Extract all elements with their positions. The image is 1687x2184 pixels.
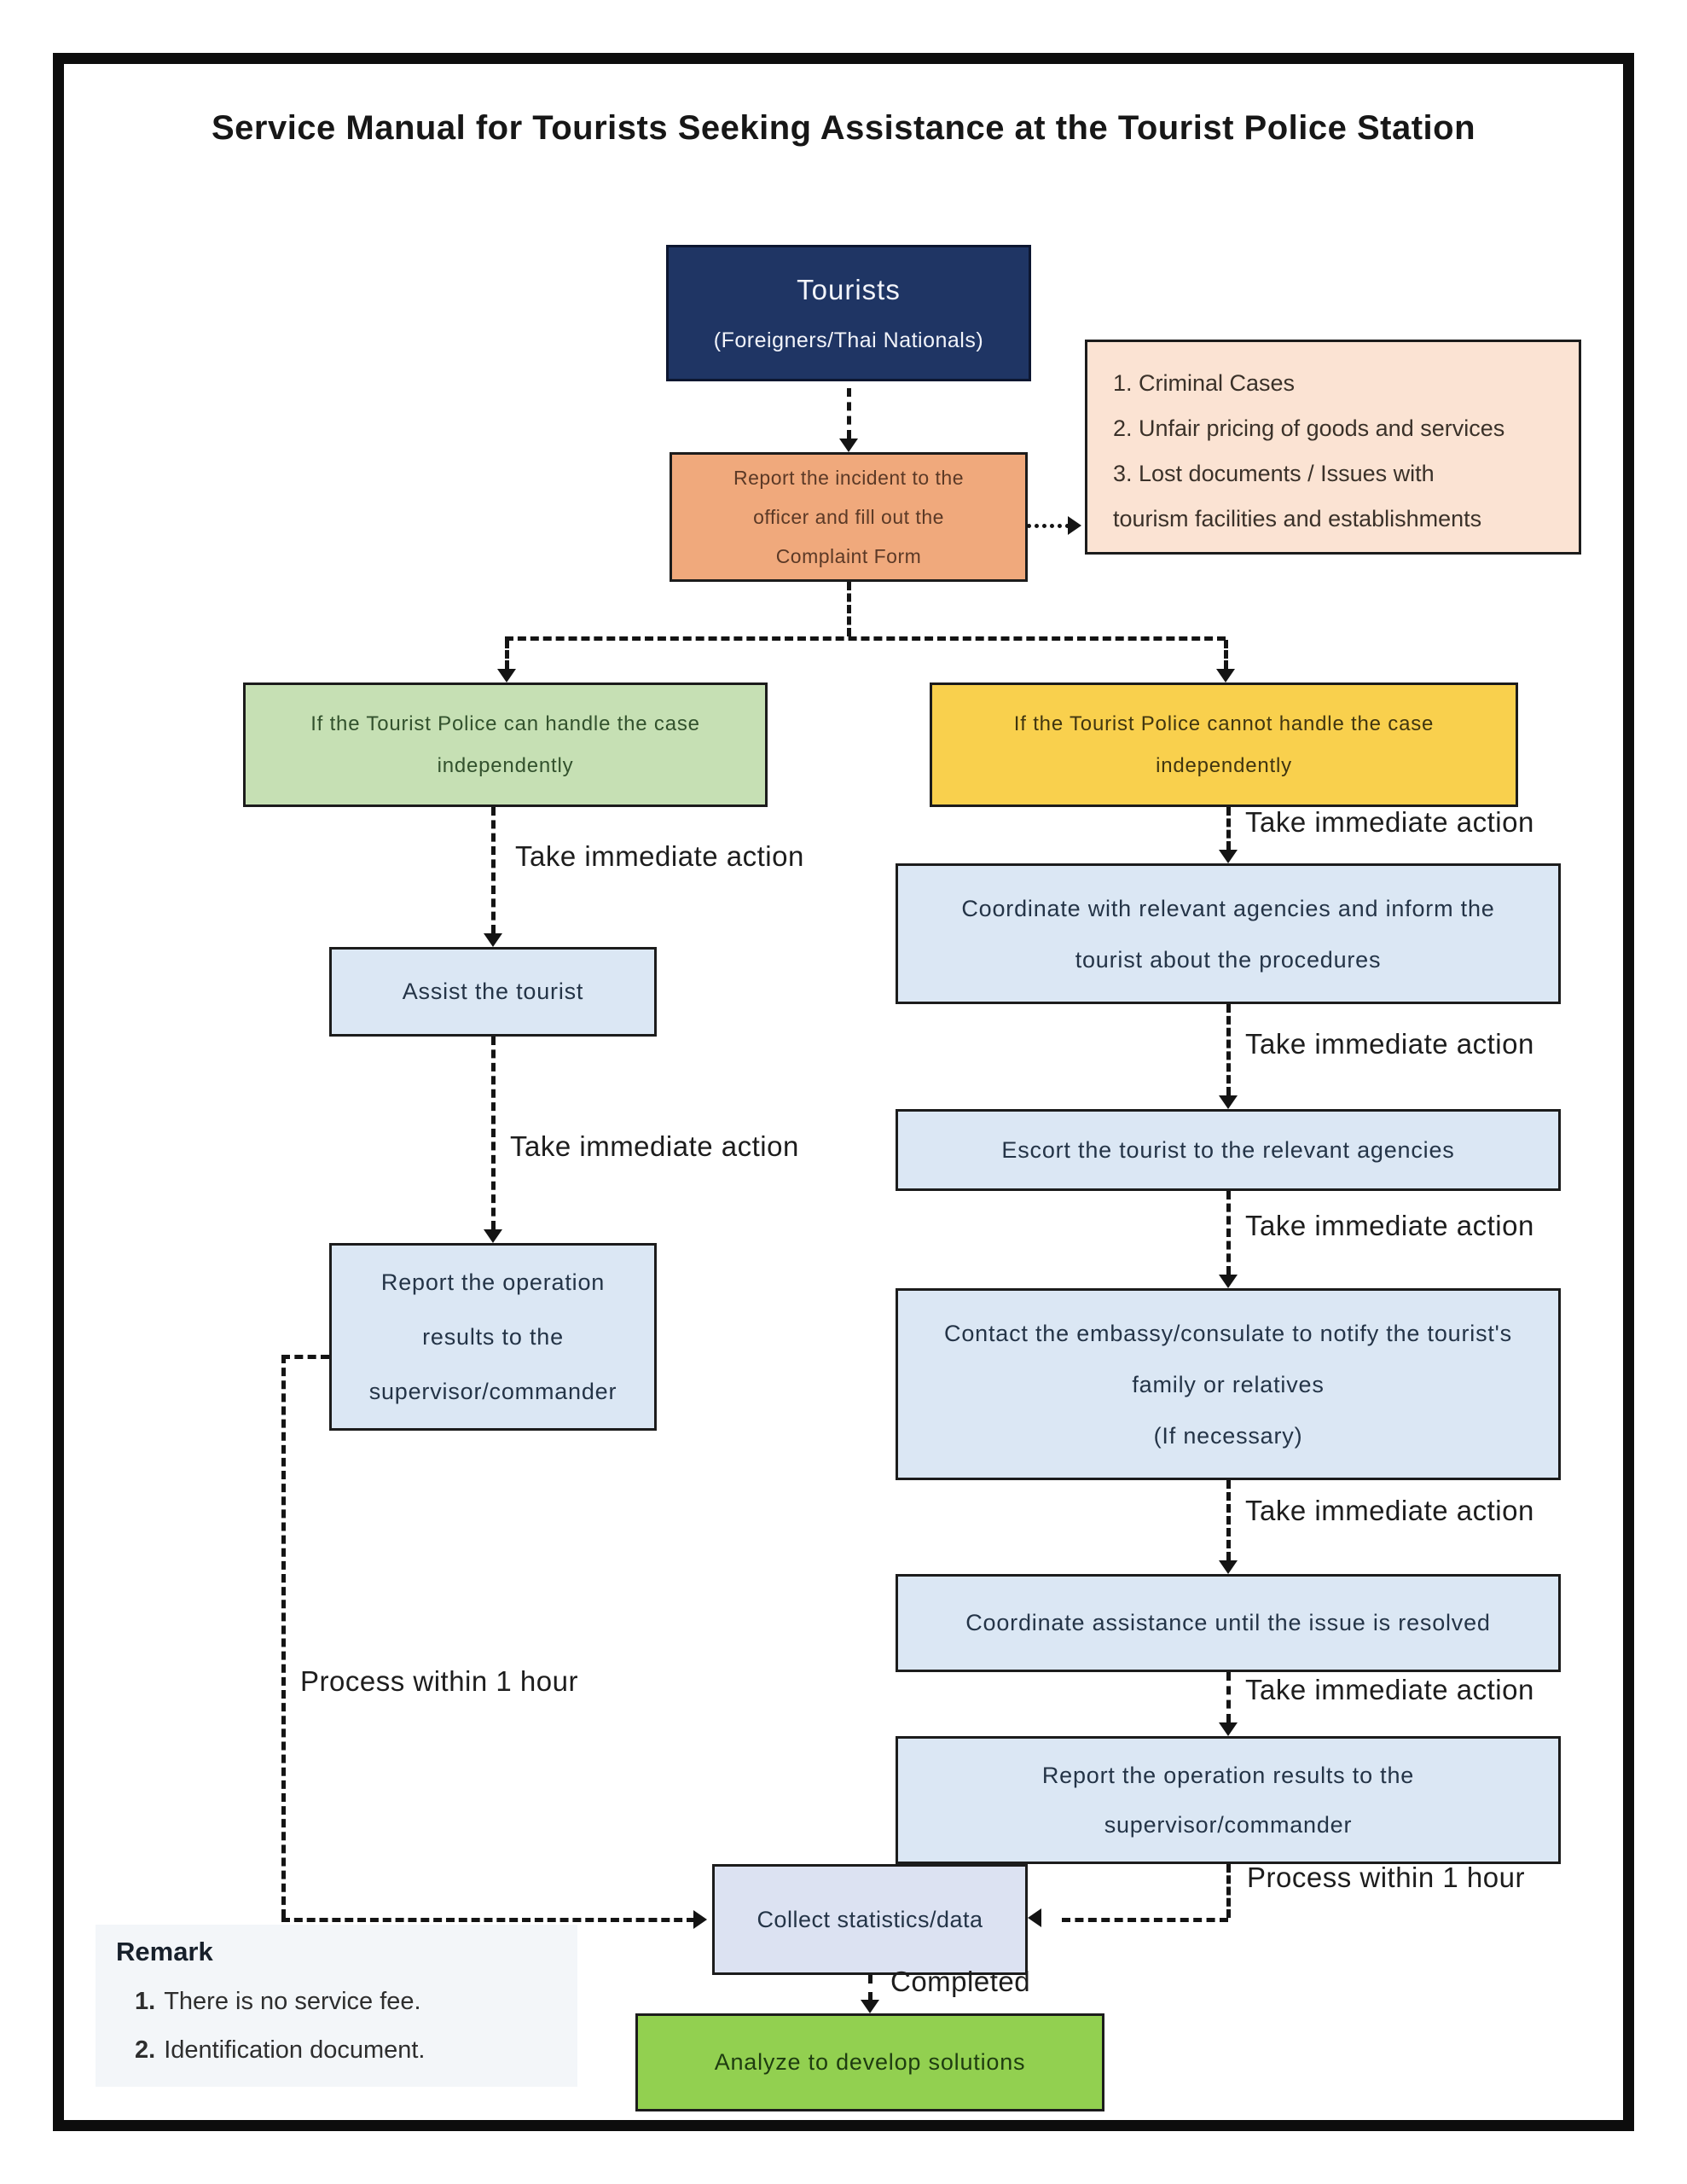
edge-label-take-action: Take immediate action [515,840,804,872]
node-line: supervisor/commander [1104,1812,1353,1838]
node-line: Complaint Form [775,545,922,567]
remark-item-number: 2. [135,2036,156,2064]
arrowhead-down-icon [1219,850,1238,863]
connector-coordinate-escort [1226,1004,1231,1095]
node-line: Escort the tourist to the relevant agenc… [1001,1136,1455,1163]
node-line: independently [1156,754,1292,777]
connector-report-cases [1027,524,1070,528]
node-line: If the Tourist Police cannot handle the … [1013,712,1435,735]
arrowhead-down-icon [1219,1275,1238,1288]
assist-tourist-node: Assist the tourist [329,947,657,1037]
collect-statistics-node: Collect statistics/data [712,1864,1028,1975]
edge-label-take-action: Take immediate action [510,1130,799,1162]
connector-left-to-collect [281,1918,695,1922]
edge-label-take-action: Take immediate action [1245,1028,1534,1060]
connector-branch-horizontal [505,636,1226,641]
remark-item: 2. Identification document. [116,2036,577,2065]
node-line: (Foreigners/Thai Nationals) [713,328,984,352]
connector-embassy-coordinate-assist [1226,1480,1231,1560]
contact-embassy-node: Contact the embassy/consulate to notify … [896,1288,1561,1480]
analyze-node: Analyze to develop solutions [635,2013,1104,2111]
edge-label-take-action: Take immediate action [1245,1495,1534,1526]
connector-right-down [1226,1864,1231,1918]
node-line: If the Tourist Police can handle the cas… [310,712,700,735]
connector-branch-right [1224,640,1228,669]
arrowhead-down-icon [1219,1560,1238,1574]
node-line: Report the operation [380,1269,606,1295]
connector-collect-analyze [868,1975,872,2001]
node-line: 3. Lost documents / Issues with [1113,461,1435,486]
connector-escort-embassy [1226,1191,1231,1275]
case-types-node: 1. Criminal Cases 2. Unfair pricing of g… [1085,340,1581,555]
arrowhead-down-icon [839,439,858,452]
arrowhead-down-icon [484,933,502,947]
report-incident-node: Report the incident to the officer and f… [670,452,1028,582]
node-line: results to the [422,1324,564,1350]
connector-yellow-coordinate [1226,807,1231,850]
edge-label-process-hour: Process within 1 hour [300,1665,578,1697]
cannot-handle-node: If the Tourist Police cannot handle the … [930,682,1518,807]
connector-assist-report-right [1226,1672,1231,1722]
connector-branch-stem [847,582,851,636]
remark-heading: Remark [116,1937,213,1966]
arrowhead-down-icon [484,1229,502,1243]
remark-panel: Remark 1. There is no service fee. 2. Iden… [96,1925,577,2087]
edge-label-take-action: Take immediate action [1245,806,1534,838]
remark-item-text: There is no service fee. [164,1988,421,2015]
node-line: 2. Unfair pricing of goods and services [1113,415,1505,441]
connector-left-down [281,1355,286,1918]
node-line: independently [437,754,574,777]
page-title: Service Manual for Tourists Seeking Assi… [211,109,1476,147]
edge-label-process-hour: Process within 1 hour [1247,1862,1525,1893]
edge-label-completed: Completed [890,1966,1031,1997]
arrowhead-right-icon [1068,516,1081,535]
connector-right-to-collect [1062,1918,1228,1922]
arrowhead-right-icon [693,1910,707,1929]
coordinate-agencies-node: Coordinate with relevant agencies and in… [896,863,1561,1004]
report-results-right-node: Report the operation results to the supe… [896,1736,1561,1864]
connector-left-stub [281,1355,329,1359]
node-line: Report the operation results to the [1041,1763,1415,1788]
can-handle-node: If the Tourist Police can handle the cas… [243,682,768,807]
node-line: 1. Criminal Cases [1113,370,1296,396]
node-line: family or relatives [1132,1371,1325,1397]
arrowhead-down-icon [1216,669,1235,682]
node-line: officer and fill out the [753,506,944,528]
connector-green-assist [491,807,496,933]
node-line: Collect statistics/data [757,1906,983,1932]
arrowhead-left-icon [1028,1908,1041,1927]
connector-branch-left [505,640,509,669]
coordinate-assistance-node: Coordinate assistance until the issue is… [896,1574,1561,1672]
node-line: tourism facilities and establishments [1113,506,1482,531]
node-line: Coordinate with relevant agencies and in… [961,895,1495,921]
edge-label-take-action: Take immediate action [1245,1210,1534,1241]
report-results-left-node: Report the operation results to the supe… [329,1243,657,1431]
remark-item-number: 1. [135,1988,156,2015]
connector-tourists-report [847,388,851,439]
node-line: supervisor/commander [368,1379,617,1404]
tourists-node: Tourists (Foreigners/Thai Nationals) [666,245,1031,381]
node-line: Report the incident to the [733,467,964,489]
node-line: Assist the tourist [402,979,584,1004]
node-line: Contact the embassy/consulate to notify … [944,1320,1512,1346]
arrowhead-down-icon [861,2000,879,2013]
node-line: (If necessary) [1153,1422,1303,1449]
connector-assist-report [491,1037,496,1229]
arrowhead-down-icon [1219,1722,1238,1736]
remark-item: 1. There is no service fee. [116,1988,577,2016]
arrowhead-down-icon [497,669,516,682]
edge-label-take-action: Take immediate action [1245,1674,1534,1705]
node-line: Analyze to develop solutions [714,2049,1026,2075]
node-line: tourist about the procedures [1075,946,1382,973]
remark-item-text: Identification document. [164,2036,426,2064]
escort-node: Escort the tourist to the relevant agenc… [896,1109,1561,1191]
arrowhead-down-icon [1219,1095,1238,1109]
node-line: Coordinate assistance until the issue is… [965,1610,1491,1635]
node-line: Tourists [797,273,901,305]
page-border [53,53,1634,2131]
